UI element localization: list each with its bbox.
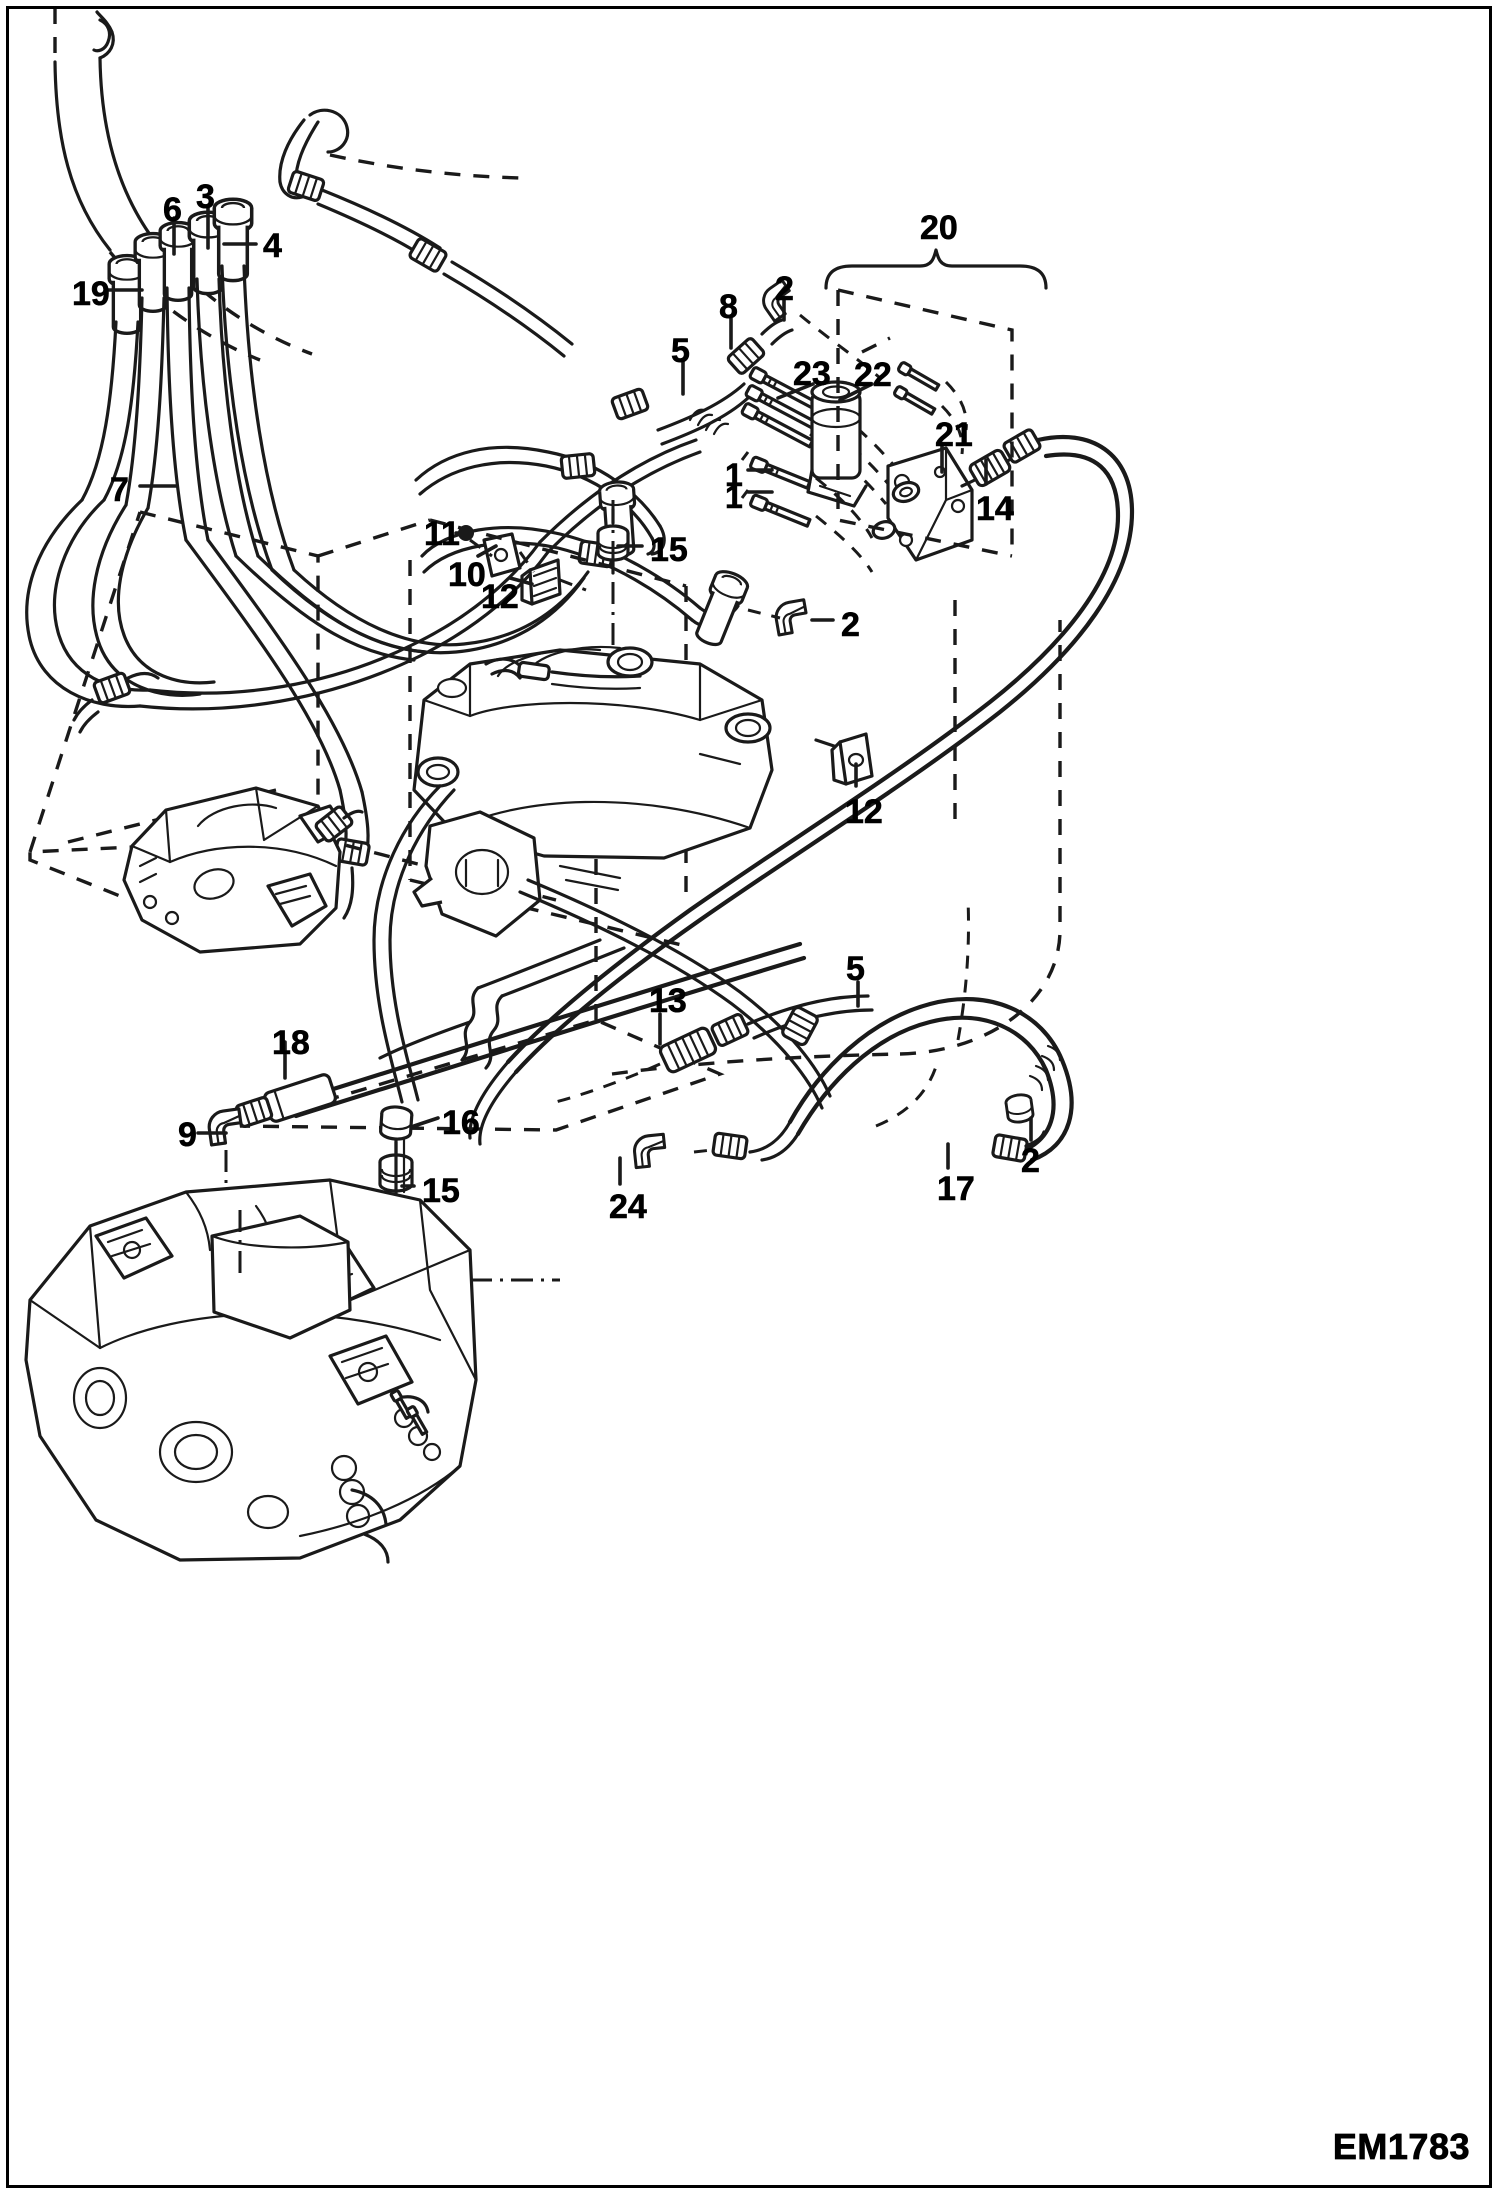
callout-22: 22 <box>854 356 892 394</box>
callout-1-a: 1 <box>725 457 743 493</box>
callout-2-lower: 2 <box>1021 1142 1041 1180</box>
brace-20 <box>824 248 1048 290</box>
callout-16: 16 <box>442 1104 480 1142</box>
fitting-15-upper <box>596 500 630 760</box>
callout-3: 3 <box>196 178 216 216</box>
pump-bottom <box>24 1138 478 1564</box>
pump-left <box>122 786 364 954</box>
callout-5-lower: 5 <box>846 950 866 988</box>
hose-5-upper <box>609 278 882 446</box>
callout-13: 13 <box>649 982 687 1020</box>
callout-12-upper: 12 <box>481 578 519 616</box>
clamp-12-lower <box>814 732 874 786</box>
pump-bottom-guides <box>238 1210 560 1282</box>
callout-10: 10 <box>448 556 486 594</box>
callout-24: 24 <box>609 1188 647 1226</box>
hose-left-sweep <box>25 498 550 734</box>
hose-right-big <box>468 434 1135 1146</box>
callout-20: 20 <box>920 209 958 247</box>
hose-bottom-center <box>378 878 832 1110</box>
callout-2-upper: 2 <box>775 270 795 308</box>
hose-bundle-upper-left <box>53 8 574 362</box>
callout-9: 9 <box>178 1116 198 1154</box>
leader-lines <box>104 204 1033 1188</box>
drawing-part-number: EM1783 <box>1332 2126 1470 2168</box>
assembly-20-bounds <box>836 288 1014 558</box>
callout-14: 14 <box>976 490 1014 528</box>
fitting-13 <box>547 994 874 1106</box>
callout-12-lower: 12 <box>845 793 883 831</box>
callout-18: 18 <box>272 1024 310 1062</box>
callout-17: 17 <box>937 1170 975 1208</box>
callout-15-lower: 15 <box>422 1172 460 1210</box>
small-bolts-bottom <box>389 1389 429 1436</box>
bolts-small <box>892 361 968 455</box>
callout-2-mid: 2 <box>841 606 861 644</box>
callout-11: 11 <box>424 515 461 553</box>
pump-center <box>412 645 774 938</box>
callout-1-b: 1 <box>725 479 743 515</box>
callout-5-upper: 5 <box>671 332 691 370</box>
hose-end-nuts <box>80 197 296 572</box>
hose-5-bottom <box>631 899 1074 1170</box>
callout-8: 8 <box>719 288 739 326</box>
callout-15-upper: 15 <box>650 531 688 569</box>
solenoid-valve-22 <box>806 380 868 508</box>
callout-6: 6 <box>163 191 183 229</box>
callout-4: 4 <box>263 227 283 265</box>
callout-7: 7 <box>110 471 130 509</box>
callout-23: 23 <box>793 355 831 393</box>
fitting-14 <box>960 426 1043 488</box>
valve-block-21 <box>871 446 974 562</box>
callout-19: 19 <box>72 275 110 313</box>
hose-18 <box>205 941 807 1210</box>
callout-21: 21 <box>935 416 973 454</box>
